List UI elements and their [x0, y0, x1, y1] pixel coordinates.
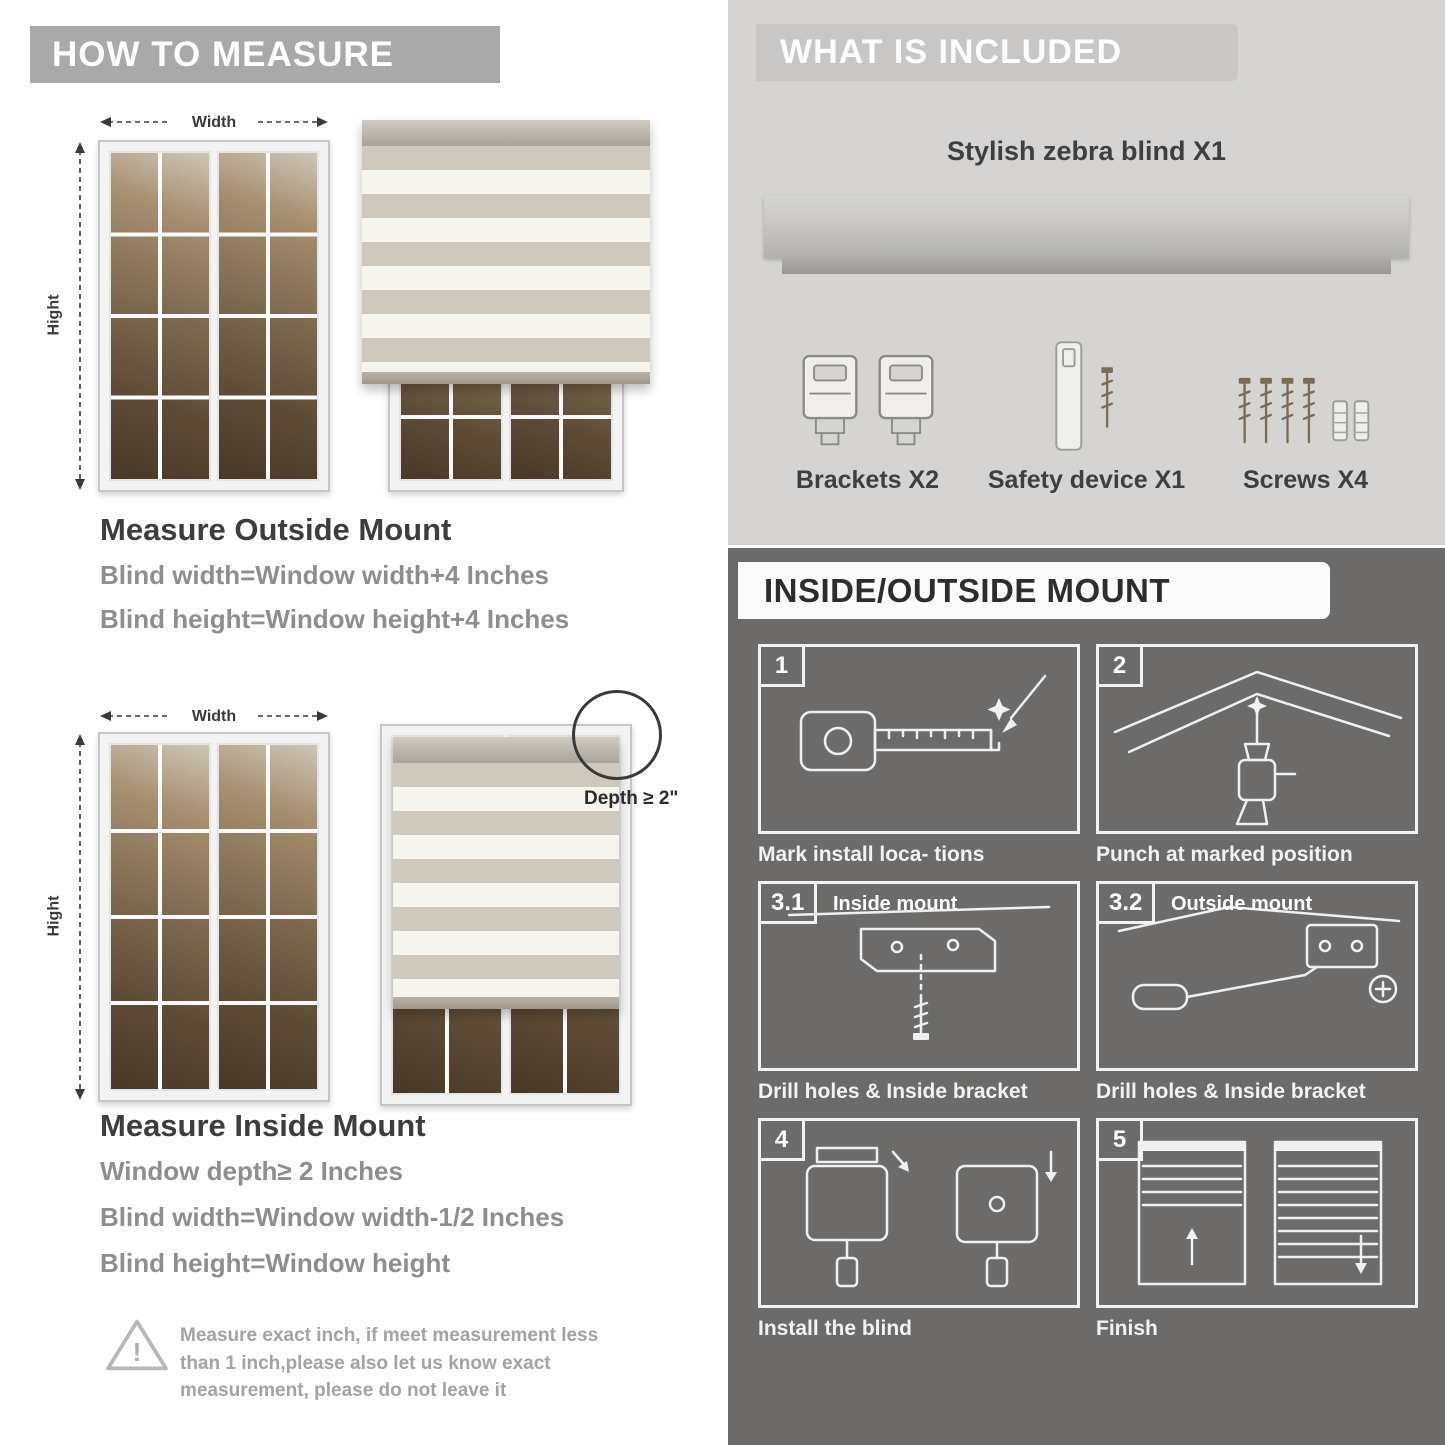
step-number: 3.2	[1099, 884, 1156, 924]
safety-device-label: Safety device X1	[987, 466, 1186, 494]
window-sash	[217, 743, 319, 1091]
blind-bottomrail	[362, 372, 650, 384]
window-sash	[109, 743, 211, 1091]
warning-triangle-icon: !	[104, 1316, 170, 1379]
screws-label: Screws X4	[1242, 466, 1369, 494]
mount-instructions-section: INSIDE/OUTSIDE MOUNT	[728, 548, 1445, 1445]
bracket-icons	[799, 322, 937, 456]
safety-device-icon	[1041, 322, 1133, 456]
height-label: Hight	[45, 294, 63, 336]
inside-mount-formula-width: Blind width=Window width-1/2 Inches	[100, 1202, 565, 1232]
step-illustration-box: 4	[758, 1118, 1080, 1308]
step-number: 4	[761, 1121, 805, 1161]
mount-steps-grid: 1 Mark install loca- tions	[758, 644, 1418, 1341]
step-illustration-box: 3.1 Inside mount	[758, 881, 1080, 1071]
zebra-blind-illustration	[393, 737, 619, 1009]
step-illustration-box: 1	[758, 644, 1080, 834]
outside-mount-formula-height: Blind height=Window height+4 Inches	[100, 604, 570, 634]
outside-mount-title: Measure Outside Mount	[100, 512, 452, 547]
zebra-blind-illustration	[362, 120, 650, 384]
part-safety-device: Safety device X1	[977, 322, 1196, 495]
window-sash	[217, 151, 319, 481]
warning-exclamation: !	[133, 1337, 142, 1367]
step-illustration-box: 2	[1096, 644, 1418, 834]
step-number: 2	[1099, 647, 1143, 687]
mount-step-3-2: 3.2 Outside mount Drill holes & Inside b…	[1096, 881, 1418, 1104]
step-caption: Finish	[1096, 1317, 1158, 1340]
height-arrow-icon: Hight	[45, 140, 88, 492]
step-title: Outside mount	[1171, 893, 1313, 915]
mount-header: INSIDE/OUTSIDE MOUNT	[738, 562, 1330, 619]
width-arrow-icon: Width	[98, 700, 330, 726]
step-title: Inside mount	[833, 893, 958, 915]
mount-step-5: 5 Finish	[1096, 1118, 1418, 1341]
step-number: 1	[761, 647, 805, 687]
window-illustration-inside	[98, 732, 330, 1102]
window-illustration-outside	[98, 140, 330, 492]
height-arrow-icon: Hight	[45, 732, 88, 1102]
mount-step-1: 1 Mark install loca- tions	[758, 644, 1080, 867]
drill-punch-icon	[1113, 670, 1403, 826]
bracket-icon	[802, 354, 857, 446]
width-label: Width	[192, 708, 236, 725]
outside-mount-formula-width: Blind width=Window width+4 Inches	[100, 560, 549, 590]
blind-cassette-illustration	[764, 196, 1409, 258]
screws-icon	[1231, 322, 1381, 456]
depth-callout-circle	[572, 690, 662, 780]
mark-location-icon	[799, 674, 1047, 772]
blind-headrail	[362, 120, 650, 146]
outside-bracket-icon	[1117, 905, 1401, 1011]
part-brackets: Brackets X2	[758, 322, 977, 495]
brackets-label: Brackets X2	[795, 466, 940, 494]
blind-cassette-underside	[782, 258, 1391, 274]
step-caption: Drill holes & Inside bracket	[1096, 1080, 1366, 1103]
step-caption: Punch at marked position	[1096, 843, 1353, 866]
step-caption: Install the blind	[758, 1317, 913, 1340]
height-label: Hight	[45, 895, 63, 937]
inside-mount-depth-rule: Window depth≥ 2 Inches	[100, 1156, 403, 1186]
included-blind-label: Stylish zebra blind X1	[946, 136, 1227, 166]
inside-mount-title: Measure Inside Mount	[100, 1108, 426, 1143]
how-to-measure-header: HOW TO MEASURE	[30, 26, 500, 83]
measure-warning-text: Measure exact inch, if meet measurement …	[180, 1325, 599, 1402]
how-to-measure-section: HOW TO MEASURE Width Hight	[0, 0, 722, 1445]
what-is-included-header: WHAT IS INCLUDED	[756, 24, 1238, 81]
window-sash	[109, 151, 211, 481]
step-illustration-box: 5	[1096, 1118, 1418, 1308]
finish-blinds-icon	[1137, 1140, 1383, 1286]
included-parts-row: Brackets X2 Safety device X	[758, 322, 1415, 495]
inside-mount-formula-height: Blind height=Window height	[100, 1248, 450, 1278]
width-arrow-icon: Width	[98, 106, 330, 132]
outside-mount-blind-illustration	[362, 120, 650, 492]
width-label: Width	[192, 114, 236, 131]
mount-step-4: 4 Install the blind	[758, 1118, 1080, 1341]
blind-stripes	[393, 763, 619, 997]
mount-step-3-1: 3.1 Inside mount Drill holes & Inside br…	[758, 881, 1080, 1104]
mount-step-2: 2 Punch at marked position	[1096, 644, 1418, 867]
blind-stripes	[362, 146, 650, 372]
step-number: 3.1	[761, 884, 818, 924]
what-is-included-section: WHAT IS INCLUDED Stylish zebra blind X1	[728, 0, 1445, 545]
step-illustration-box: 3.2 Outside mount	[1096, 881, 1418, 1071]
blind-bottomrail	[393, 997, 619, 1009]
bracket-icon	[878, 354, 933, 446]
install-blind-icon	[805, 1146, 1057, 1288]
depth-label: Depth ≥ 2"	[584, 788, 679, 809]
step-caption: Mark install loca- tions	[758, 843, 985, 866]
step-caption: Drill holes & Inside bracket	[758, 1080, 1028, 1103]
inside-bracket-icon	[787, 905, 1051, 1040]
inside-mount-blind-illustration	[380, 724, 632, 1106]
step-number: 5	[1099, 1121, 1143, 1161]
part-screws: Screws X4	[1196, 322, 1415, 495]
